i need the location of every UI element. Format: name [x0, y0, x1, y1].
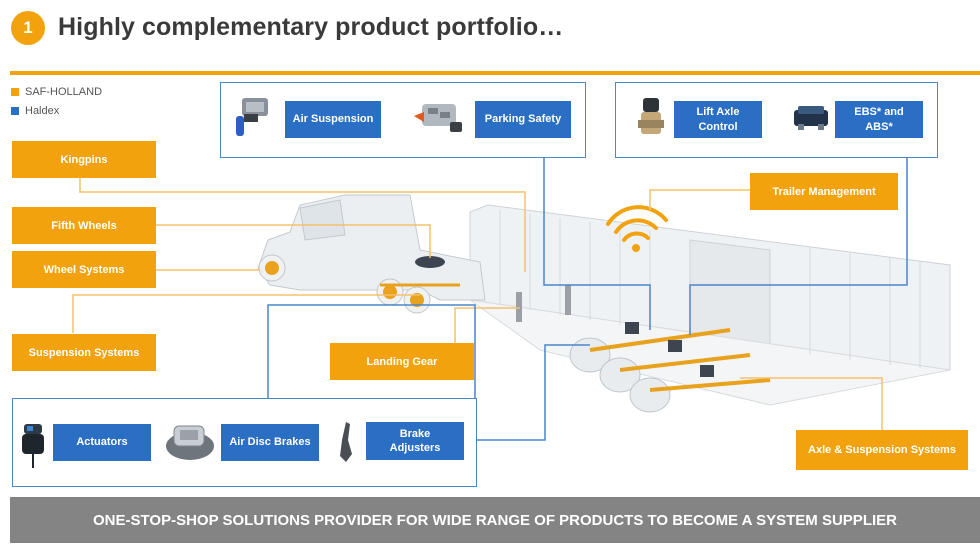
product-brake-adjusters: Brake Adjusters: [366, 422, 464, 460]
step-number-badge: 1: [11, 11, 45, 45]
title-divider: [10, 71, 980, 75]
product-air-suspension: Air Suspension: [285, 101, 381, 138]
ebs-module-icon: [794, 106, 828, 130]
haldex-group-bottom: [12, 398, 477, 487]
saf-holland-swatch: [11, 87, 19, 96]
product-parking-safety: Parking Safety: [475, 101, 571, 138]
product-trailer-management: Trailer Management: [750, 173, 898, 210]
air-disc-brake-icon: [166, 425, 214, 460]
truck-illustration: [257, 194, 486, 314]
wifi-icon: [606, 205, 668, 252]
page-title: Highly complementary product portfolio…: [58, 13, 564, 41]
brake-actuator-icon: [22, 424, 44, 468]
ebs-line1: EBS* and: [854, 106, 904, 119]
product-axle-suspension-systems: Axle & Suspension Systems: [796, 430, 968, 470]
landing-gear-leg: [565, 285, 571, 315]
product-landing-gear: Landing Gear: [330, 343, 474, 380]
haldex-connector-lines: [267, 158, 908, 441]
legend-item-saf-holland: SAF-HOLLAND: [11, 82, 102, 101]
legend: SAF-HOLLAND Haldex: [11, 82, 102, 120]
haldex-group-top-left: [220, 82, 586, 158]
product-actuators: Actuators: [53, 424, 151, 461]
lift-axle-line2: Control: [698, 120, 738, 133]
footer-banner: ONE-STOP-SHOP SOLUTIONS PROVIDER FOR WID…: [10, 497, 980, 543]
product-air-disc-brakes: Air Disc Brakes: [221, 424, 319, 461]
trailer-wheels: [569, 322, 771, 413]
lift-axle-valve-icon: [638, 98, 664, 134]
lift-axle-line1: Lift Axle: [696, 106, 740, 119]
legend-label: Haldex: [25, 104, 60, 117]
haldex-swatch: [11, 106, 19, 115]
parking-safety-valve-icon: [414, 104, 462, 132]
brake-adjusters-line1: Brake: [399, 427, 431, 440]
ebs-line2: ABS*: [865, 120, 893, 133]
saf-connector-lines: [72, 178, 883, 430]
product-suspension-systems: Suspension Systems: [12, 334, 156, 371]
product-wheel-systems: Wheel Systems: [12, 251, 156, 288]
product-kingpins: Kingpins: [12, 141, 156, 178]
product-fifth-wheels: Fifth Wheels: [12, 207, 156, 244]
legend-label: SAF-HOLLAND: [25, 85, 103, 98]
product-lift-axle-control: Lift Axle Control: [674, 101, 762, 138]
product-ebs-abs: EBS* and ABS*: [835, 101, 923, 138]
haldex-group-top-right: [615, 82, 938, 158]
brake-adjuster-icon: [340, 422, 352, 462]
air-suspension-valve-icon: [236, 98, 268, 136]
landing-gear-leg: [516, 292, 522, 322]
brake-adjusters-line2: Adjusters: [389, 442, 441, 454]
legend-item-haldex: Haldex: [11, 101, 102, 120]
